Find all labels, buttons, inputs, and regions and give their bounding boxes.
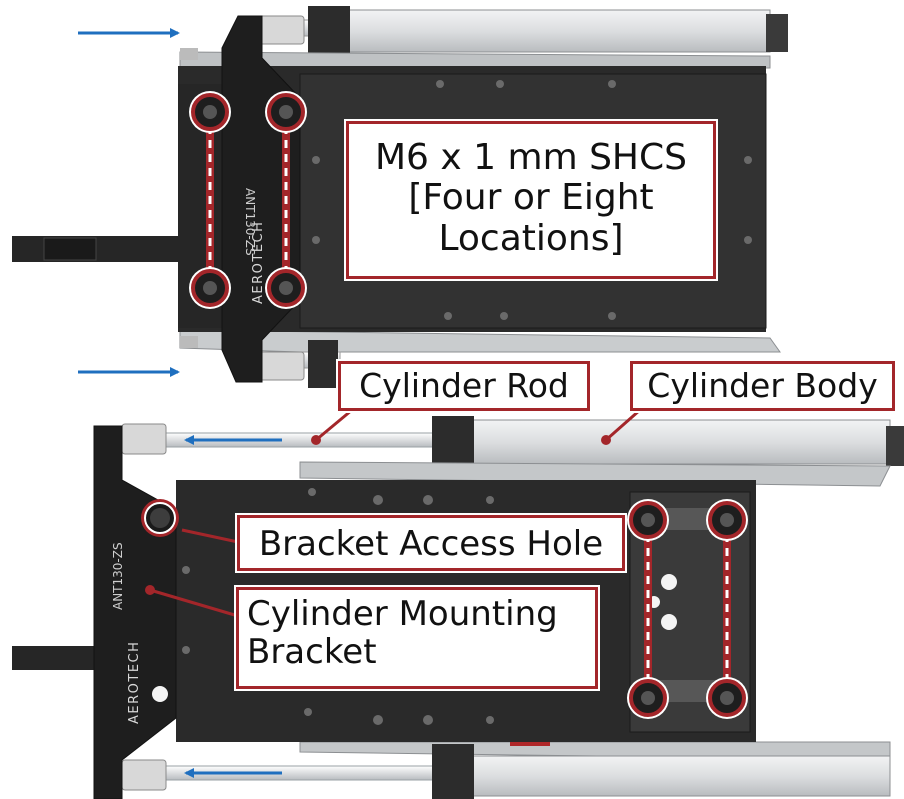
dot-cylinder-body xyxy=(601,435,611,445)
bottom-screw-4 xyxy=(706,677,748,719)
callout-shcs-line1: M6 x 1 mm SHCS xyxy=(375,137,687,178)
bracket-access-hole xyxy=(141,499,179,537)
bottom-fitting-lower xyxy=(121,759,167,791)
leader-mounting-bracket xyxy=(149,588,239,618)
top-cylinder-body-lower xyxy=(179,329,781,353)
callout-cylinder-body: Cylinder Body xyxy=(630,361,895,411)
dot-mounting-bracket xyxy=(145,585,155,595)
leader-lines xyxy=(149,408,641,618)
callout-bracket-access-hole: Bracket Access Hole xyxy=(237,515,625,571)
top-screw-4 xyxy=(265,267,307,309)
top-small-fitting-lower xyxy=(180,336,198,348)
bottom-cylinder-body-upper xyxy=(469,419,891,465)
callout-shcs-line3: Locations] xyxy=(438,217,624,259)
bottom-cylinder-clamp-lower xyxy=(432,744,474,799)
top-cable xyxy=(12,236,187,262)
top-screw-1 xyxy=(189,91,231,133)
leader-dots xyxy=(145,435,611,595)
bottom-mounting-bracket xyxy=(93,425,177,799)
callout-bracket-access-hole-text: Bracket Access Hole xyxy=(258,524,604,564)
top-cable-connector xyxy=(43,237,97,261)
leader-cylinder-rod xyxy=(315,408,353,442)
bottom-carriage-holes xyxy=(152,574,677,702)
top-brand-engraving: AEROTECH xyxy=(251,221,266,304)
callout-cylinder-body-text: Cylinder Body xyxy=(647,366,878,405)
bottom-screw-group xyxy=(627,499,748,719)
bottom-screw-1 xyxy=(627,499,669,541)
callout-mounting-bracket-line1: Cylinder Mounting xyxy=(247,594,558,634)
callout-shcs-line2: [Four or Eight xyxy=(408,177,654,219)
leader-bracket-access-hole xyxy=(181,528,239,544)
bottom-cylinder-body-lower xyxy=(469,755,891,797)
top-screw-3 xyxy=(189,267,231,309)
leader-cylinder-body xyxy=(605,408,641,442)
bottom-fitting-upper xyxy=(121,423,167,455)
top-rail-upper xyxy=(179,51,771,69)
bottom-model-engraving: ANT130-ZS xyxy=(111,542,125,610)
callout-cylinder-rod-text: Cylinder Rod xyxy=(359,366,569,405)
dot-cylinder-rod xyxy=(311,435,321,445)
top-model-engraving: ANT130-ZS xyxy=(243,188,257,256)
callout-mounting-bracket-line2: Bracket xyxy=(247,632,377,673)
callout-mounting-bracket: Cylinder Mounting Bracket xyxy=(236,587,598,689)
top-cylinder-cap-upper xyxy=(766,14,788,52)
top-screw-2 xyxy=(265,91,307,133)
callout-cylinder-rod: Cylinder Rod xyxy=(338,361,590,411)
top-small-fitting-upper xyxy=(180,48,198,60)
bottom-brand-engraving: AEROTECH xyxy=(127,641,142,724)
bottom-screw-2 xyxy=(706,499,748,541)
top-screw-group xyxy=(189,91,307,309)
top-cylinder-clamp-lower xyxy=(308,340,338,388)
top-small-holes xyxy=(312,80,752,320)
top-cylinder-body-upper xyxy=(339,9,771,53)
bottom-cylinder-cap-upper xyxy=(886,426,904,466)
callout-shcs: M6 x 1 mm SHCS [Four or Eight Locations] xyxy=(346,121,716,279)
bottom-screw-3 xyxy=(627,677,669,719)
bottom-small-holes xyxy=(182,488,494,725)
